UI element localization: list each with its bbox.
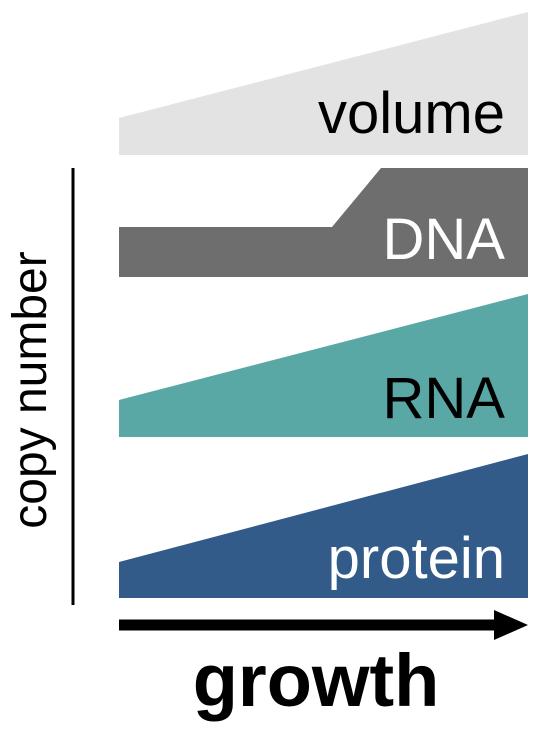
rna-band (119, 294, 528, 437)
x-axis-arrowhead-icon (494, 610, 528, 640)
x-axis-label: growth (193, 639, 440, 722)
protein-band (119, 454, 528, 598)
rna-label: RNA (383, 366, 506, 431)
y-axis-label: copy number (4, 251, 57, 528)
dna-band (119, 168, 528, 277)
volume-label: volume (318, 81, 505, 146)
dna-label: DNA (383, 207, 506, 272)
protein-label: protein (328, 526, 505, 591)
volume-band (119, 12, 528, 155)
